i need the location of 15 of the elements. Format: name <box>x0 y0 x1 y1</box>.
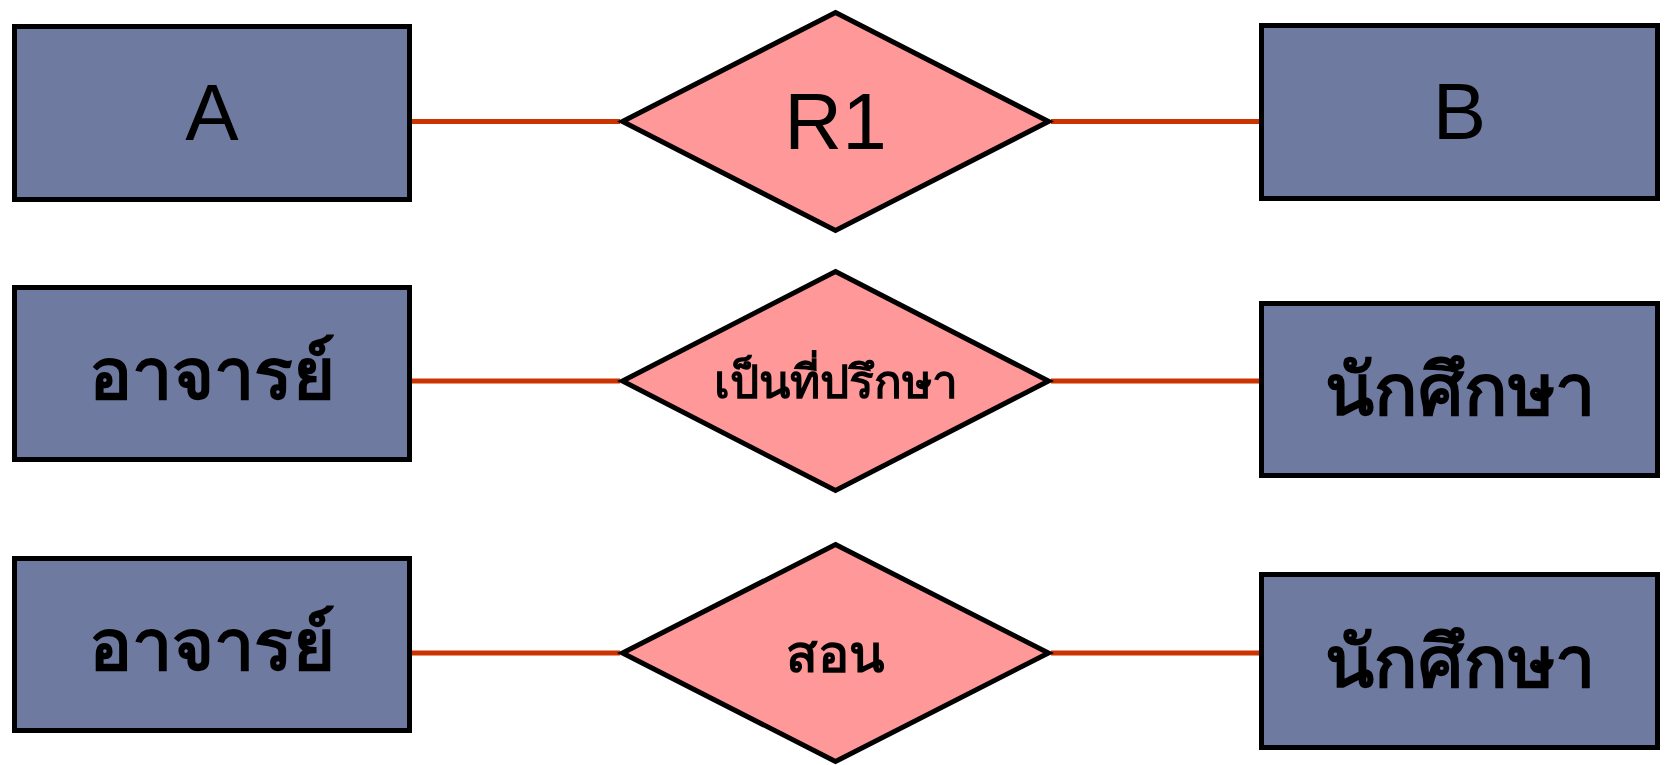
relationship-diamond: เป็นที่ปรึกษา <box>620 269 1051 493</box>
connector-line <box>412 119 620 124</box>
connector-line <box>412 650 620 656</box>
entity-box: A <box>12 24 412 202</box>
entity-box: อาจารย์ <box>12 285 412 462</box>
entity-box: นักศึกษา <box>1259 301 1660 478</box>
relationship-diamond: สอน <box>620 542 1051 764</box>
connector-line <box>1051 650 1259 656</box>
relationship-diamond: R1 <box>620 10 1051 233</box>
entity-box: B <box>1259 23 1660 201</box>
connector-line <box>412 378 620 384</box>
connector-line <box>1051 378 1259 384</box>
entity-box: นักศึกษา <box>1259 572 1660 750</box>
entity-box: อาจารย์ <box>12 556 412 733</box>
connector-line <box>1051 119 1259 124</box>
